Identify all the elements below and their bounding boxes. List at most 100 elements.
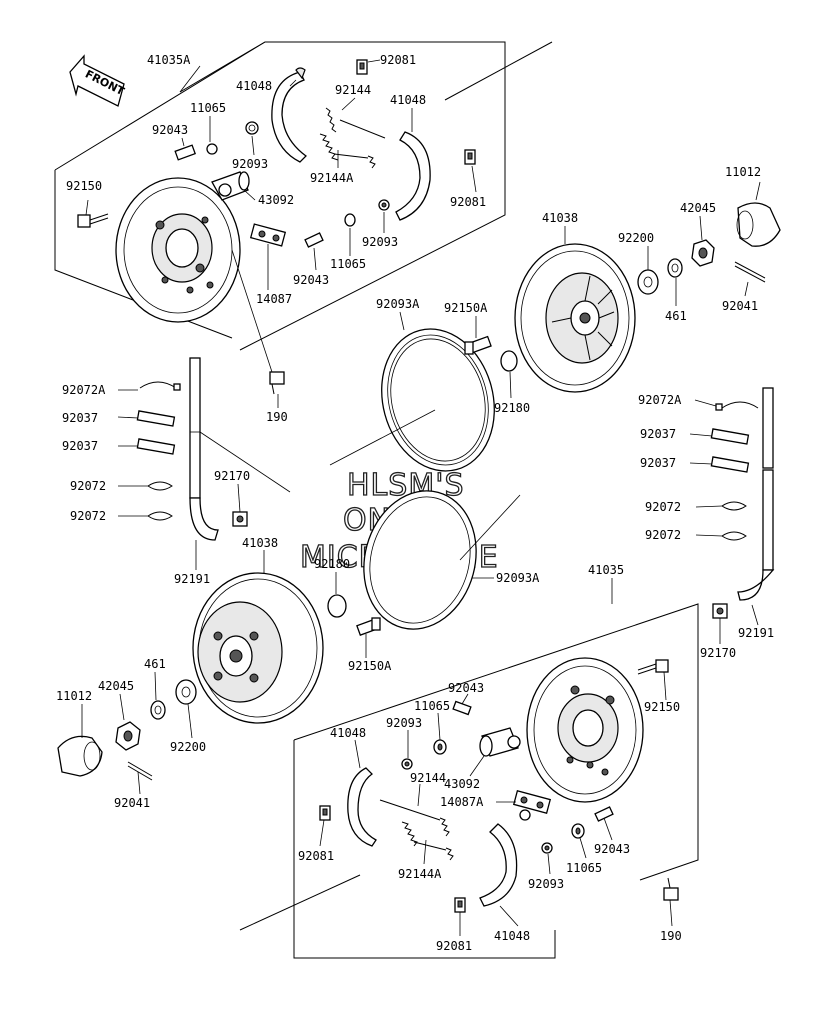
clamp-92072-left-a (147, 481, 173, 491)
label-41048-lower-right: 41048 (494, 929, 530, 943)
label-11012-lower: 11012 (56, 689, 92, 703)
label-190-lower: 190 (660, 929, 682, 943)
label-11065-lower-bottom: 11065 (566, 861, 602, 875)
wheel-cylinder-upper (211, 171, 250, 201)
stud-92150A-lower (356, 617, 381, 636)
label-92150A-upper: 92150A (444, 301, 488, 315)
label-461-upper: 461 (665, 309, 687, 323)
part-labels: 41035A 92081 41048 92144 41048 11065 920… (56, 53, 774, 953)
label-42045-upper: 42045 (680, 201, 716, 215)
nut-42045-lower (115, 721, 141, 751)
brake-shoe-upper-right (395, 131, 431, 221)
spring-92144-lower (379, 799, 450, 837)
label-92072-right-a: 92072 (645, 500, 681, 514)
label-43092-upper: 43092 (258, 193, 294, 207)
clip-92081-lower-left (319, 805, 331, 821)
adjuster-14087-upper (249, 223, 287, 247)
clamp-92072A-left (139, 381, 181, 391)
label-92081-lower-bottom: 92081 (436, 939, 472, 953)
cotter-92041-lower (127, 761, 153, 781)
clip-92081-upper-right (464, 149, 476, 165)
clamp-92072-left-b (147, 511, 173, 521)
spring-92144-upper (325, 107, 386, 139)
label-11012-upper: 11012 (725, 165, 761, 179)
washer-92093-lower-bottom (541, 842, 553, 854)
label-92144A-upper: 92144A (310, 171, 354, 185)
brake-drum-upper-right (514, 243, 636, 393)
brake-shoe-lower-right (479, 823, 518, 907)
spring-92144A-upper (319, 133, 376, 169)
label-92037-left-a: 92037 (62, 411, 98, 425)
label-92081-lower-left: 92081 (298, 849, 334, 863)
hose-92191-left (189, 357, 219, 541)
label-92180-lower: 92180 (314, 557, 350, 571)
adjuster-14087A-lower (512, 790, 552, 821)
pin-92043-upper-mid (304, 232, 324, 248)
cap-11012-upper (736, 202, 781, 247)
label-11065-upper-left: 11065 (190, 101, 226, 115)
nut-42045-upper (691, 239, 715, 267)
label-92093-lower-top: 92093 (386, 716, 422, 730)
clamp-92072-right-a (721, 501, 747, 511)
label-92144-upper: 92144 (335, 83, 371, 97)
label-92043-lower-top: 92043 (448, 681, 484, 695)
label-92041-lower: 92041 (114, 796, 150, 810)
label-43092-lower: 43092 (444, 777, 480, 791)
label-41035A: 41035A (147, 53, 191, 67)
label-92144-lower: 92144 (410, 771, 446, 785)
pin-92043-lower-bottom (594, 806, 614, 822)
brake-backing-plate-lower (526, 657, 644, 803)
bracket-92037-left-b (136, 438, 176, 455)
cap-11012-lower (57, 735, 103, 777)
bolt-92150-upper (77, 213, 109, 228)
label-41035: 41035 (588, 563, 624, 577)
lower-assembly-frame (239, 603, 699, 959)
clip-92170-left (232, 511, 248, 527)
label-41048-lower-left: 41048 (330, 726, 366, 740)
label-41048-upper-right: 41048 (390, 93, 426, 107)
label-92037-right-a: 92037 (640, 427, 676, 441)
stud-92150A-upper (464, 335, 492, 355)
label-461-lower: 461 (144, 657, 166, 671)
bolt-190-upper (269, 371, 285, 395)
label-92093A-lower: 92093A (496, 571, 540, 585)
bolt-92150-lower (637, 659, 669, 675)
washer-92200-lower (175, 679, 197, 705)
o-ring-92180-upper (500, 350, 518, 372)
label-92200-upper: 92200 (618, 231, 654, 245)
label-92200-lower: 92200 (170, 740, 206, 754)
label-92180-upper: 92180 (494, 401, 530, 415)
pin-92043-lower-top (452, 700, 472, 716)
label-92072A-right: 92072A (638, 393, 682, 407)
label-41038-upper: 41038 (542, 211, 578, 225)
label-11065-lower-top: 11065 (414, 699, 450, 713)
label-92041-upper: 92041 (722, 299, 758, 313)
label-92037-left-b: 92037 (62, 439, 98, 453)
o-ring-92180-lower (327, 594, 347, 618)
bracket-92037-right-a (710, 428, 750, 445)
washer-11065-lower-bottom (571, 823, 585, 839)
spring-92144A-lower (401, 821, 454, 861)
label-92170-right: 92170 (700, 646, 736, 660)
clip-92170-right (712, 603, 728, 619)
clip-92081-upper-top (356, 59, 368, 75)
label-92093-upper-left: 92093 (232, 157, 268, 171)
label-92081-upper-right: 92081 (450, 195, 486, 209)
cotter-92041-upper (734, 261, 766, 283)
label-41048-upper-left: 41048 (236, 79, 272, 93)
washer-92093-lower-top (401, 758, 413, 770)
label-92072-left-a: 92072 (70, 479, 106, 493)
front-arrow-badge: FRONT (69, 54, 127, 107)
washer-92093-upper-right (378, 199, 390, 211)
clamp-92072-right-b (721, 531, 747, 541)
bracket-92037-right-b (710, 456, 750, 473)
clamp-92072A-right (715, 401, 759, 411)
label-92093A-upper: 92093A (376, 297, 420, 311)
bracket-92037-left-a (136, 410, 176, 427)
label-92081-upper-top: 92081 (380, 53, 416, 67)
washer-11065-upper-right (344, 213, 356, 227)
label-92093-lower-bottom: 92093 (528, 877, 564, 891)
seal-92093A-lower (363, 490, 477, 630)
label-92072A-left: 92072A (62, 383, 106, 397)
